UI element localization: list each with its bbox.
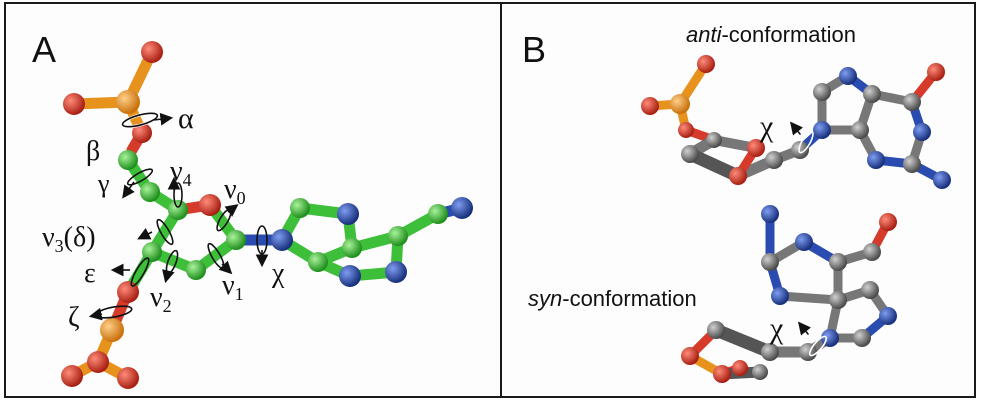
panel-a-letter: A [32,29,56,70]
nitrogen-atom [271,229,293,251]
anti-nucleotide: χ [641,55,951,189]
nitrogen-atom [337,203,359,225]
nu4-label: ν4 [170,156,192,190]
syn-conformation-label: syn-conformation [528,286,697,311]
nitrogen-atom [451,197,473,219]
oxygen-atom [132,123,152,143]
alpha-label: α [178,102,194,135]
carbon-atom [342,238,362,258]
carbon-atom [118,150,138,170]
panel-a-atoms [61,41,473,389]
chi-label: χ [271,258,285,289]
carbon-atom [308,252,328,272]
oxygen-atom [141,41,163,63]
oxygen-atom [117,367,139,389]
nitrogen-atom [339,265,361,287]
oxygen-atom [199,194,221,216]
carbon-atom [388,226,408,246]
anti-chi-label: χ [759,110,774,143]
carbon-atom [168,200,188,220]
gamma-label: γ [97,169,110,198]
nu3-delta-label: ν3(δ) [42,222,96,256]
carbon-atom [186,260,206,280]
panel-b-letter: B [522,29,546,70]
carbon-atom [226,230,246,250]
panel-a-torsion-arrows [88,111,269,321]
carbon-atom [142,242,162,262]
anti-conformation-label: anti-conformation [686,22,856,47]
oxygen-atom [61,365,83,387]
nu1-label: ν1 [222,270,244,304]
panel-divider [500,2,502,398]
panel-a-torsion-labels: α β γ ε ζ χ ν4 ν0 ν3(δ) ν2 ν1 [42,102,285,333]
oxygen-atom [87,351,109,373]
nu0-label: ν0 [224,174,246,208]
oxygen-atom [63,93,85,115]
epsilon-label: ε [84,258,96,289]
syn-chi-label: χ [769,312,784,345]
syn-nucleotide: χ [681,205,897,383]
phosphorus-atom [100,318,124,342]
panel-a: A [32,29,473,389]
panel-b: B anti-conformation syn-conformation [522,22,951,383]
nitrogen-atom [385,261,407,283]
carbon-atom [428,204,448,224]
nu2-label: ν2 [150,282,172,316]
carbon-atom [290,198,310,218]
phosphorus-atom [116,90,140,114]
beta-label: β [86,136,100,167]
carbon-atom [140,182,160,202]
zeta-label: ζ [68,302,80,333]
